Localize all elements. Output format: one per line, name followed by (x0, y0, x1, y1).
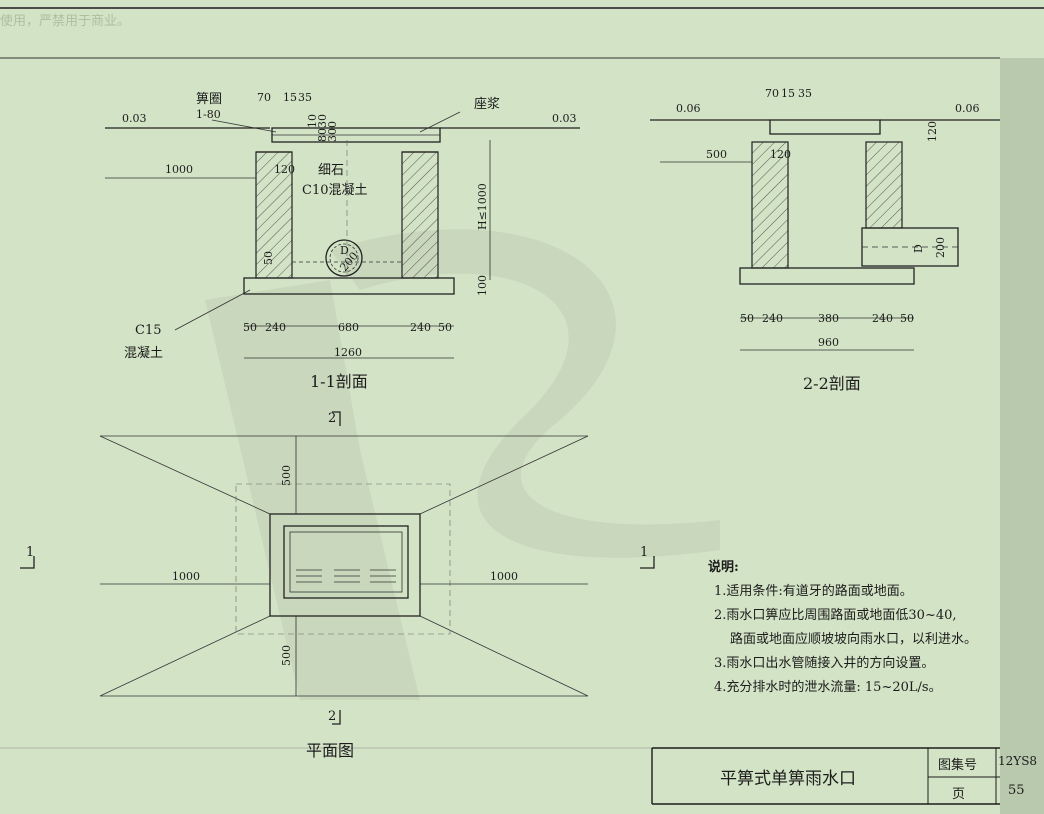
dim-b240a: 240 (265, 321, 286, 334)
dim-b240b: 240 (410, 321, 431, 334)
level-1-1-right: 0.03 (552, 112, 577, 125)
level-2-2-left: 0.06 (676, 102, 701, 115)
notes-title: 说明: (708, 560, 739, 575)
level-1-1-left: 0.03 (122, 112, 147, 125)
level-2-2-right: 0.06 (955, 102, 980, 115)
note-item-1: 1.适用条件:有道牙的路面或地面。 (714, 584, 913, 599)
dim-t15: 15 (781, 87, 795, 100)
header-watermark: 使用，严禁用于商业。 (0, 14, 131, 29)
dim-t35: 35 (798, 87, 812, 100)
label-mortar: 座浆 (474, 97, 500, 112)
dim-10: 10 (306, 114, 319, 128)
dim-30b: 30 (326, 128, 339, 142)
dim-b50a: 50 (243, 321, 257, 334)
caption-plan: 平面图 (306, 741, 354, 760)
label-grate: 箅圈 (196, 91, 222, 107)
note-item-2: 2.雨水口箅应比周围路面或地面低30~40, (714, 608, 957, 623)
section-1-1 (105, 111, 580, 359)
dim-0: 0 (326, 121, 339, 128)
caption-1-1: 1-1剖面 (310, 372, 368, 391)
label-fine-stone: 细石 (318, 163, 344, 178)
page-value: 55 (1008, 783, 1025, 798)
dim-35: 35 (298, 91, 312, 104)
dim-b1260: 1260 (334, 346, 362, 359)
dim-22-b240a: 240 (762, 312, 783, 325)
plan-cut-bottom: 2 (328, 709, 336, 724)
label-c10: C10混凝土 (302, 182, 368, 198)
dim-15: 15 (283, 91, 297, 104)
drawing-title: 平箅式单箅雨水口 (720, 769, 856, 789)
plan-dim-500-bottom: 500 (280, 645, 293, 666)
dim-22-b960: 960 (818, 336, 839, 349)
section-2-2 (650, 119, 1000, 351)
notes-block: 说明: 1.适用条件:有道牙的路面或地面。 2.雨水口箅应比周围路面或地面低30… (708, 556, 1008, 700)
dim-100: 100 (476, 275, 489, 296)
label-c15: C15 (135, 323, 162, 338)
note-item-4: 4.充分排水时的泄水流量: 15~20L/s。 (714, 680, 942, 695)
label-h: H≤1000 (476, 183, 489, 230)
dim-30a: 30 (316, 114, 329, 128)
dim-80: 80 (316, 128, 329, 142)
atlas-value: 12YS8 (998, 754, 1038, 768)
dim-120a: 120 (770, 148, 791, 161)
page-label: 页 (952, 787, 966, 802)
plan-view (20, 411, 655, 725)
label-grate-spec: 1-80 (196, 108, 221, 121)
dim-120: 120 (274, 163, 295, 176)
dim-500: 500 (706, 148, 727, 161)
dim-22-b240b: 240 (872, 312, 893, 325)
note-item-2-cont: 路面或地面应顺坡坡向雨水口，以利进水。 (730, 632, 978, 647)
dim-22-b50b: 50 (900, 312, 914, 325)
grate-slots (296, 569, 396, 583)
dim-120b: 120 (926, 121, 939, 142)
dim-b680: 680 (338, 321, 359, 334)
caption-2-2: 2-2剖面 (803, 374, 861, 393)
atlas-label: 图集号 (938, 758, 978, 773)
dim-70: 70 (257, 91, 271, 104)
dim-50v: 50 (262, 251, 275, 265)
label-d-1-1: D (340, 244, 349, 257)
page-edge (1000, 58, 1044, 814)
dim-22-b50a: 50 (740, 312, 754, 325)
plan-cut-left: 1 (26, 545, 34, 560)
dim-1000: 1000 (165, 163, 193, 176)
plan-dim-1000-right: 1000 (490, 570, 518, 583)
plan-cut-right: 1 (640, 545, 648, 560)
note-item-3: 3.雨水口出水管随接入井的方向设置。 (714, 656, 935, 671)
plan-cut-top: 2 (328, 411, 336, 426)
dim-200: 200 (934, 237, 947, 258)
watermark-shape (205, 280, 420, 700)
dim-b50b: 50 (438, 321, 452, 334)
plan-dim-500-top: 500 (280, 465, 293, 486)
dim-t70: 70 (765, 87, 779, 100)
label-d-2-2: D (912, 244, 925, 253)
dim-22-b380: 380 (818, 312, 839, 325)
plan-dim-1000-left: 1000 (172, 570, 200, 583)
label-c15-concrete: 混凝土 (124, 345, 163, 361)
